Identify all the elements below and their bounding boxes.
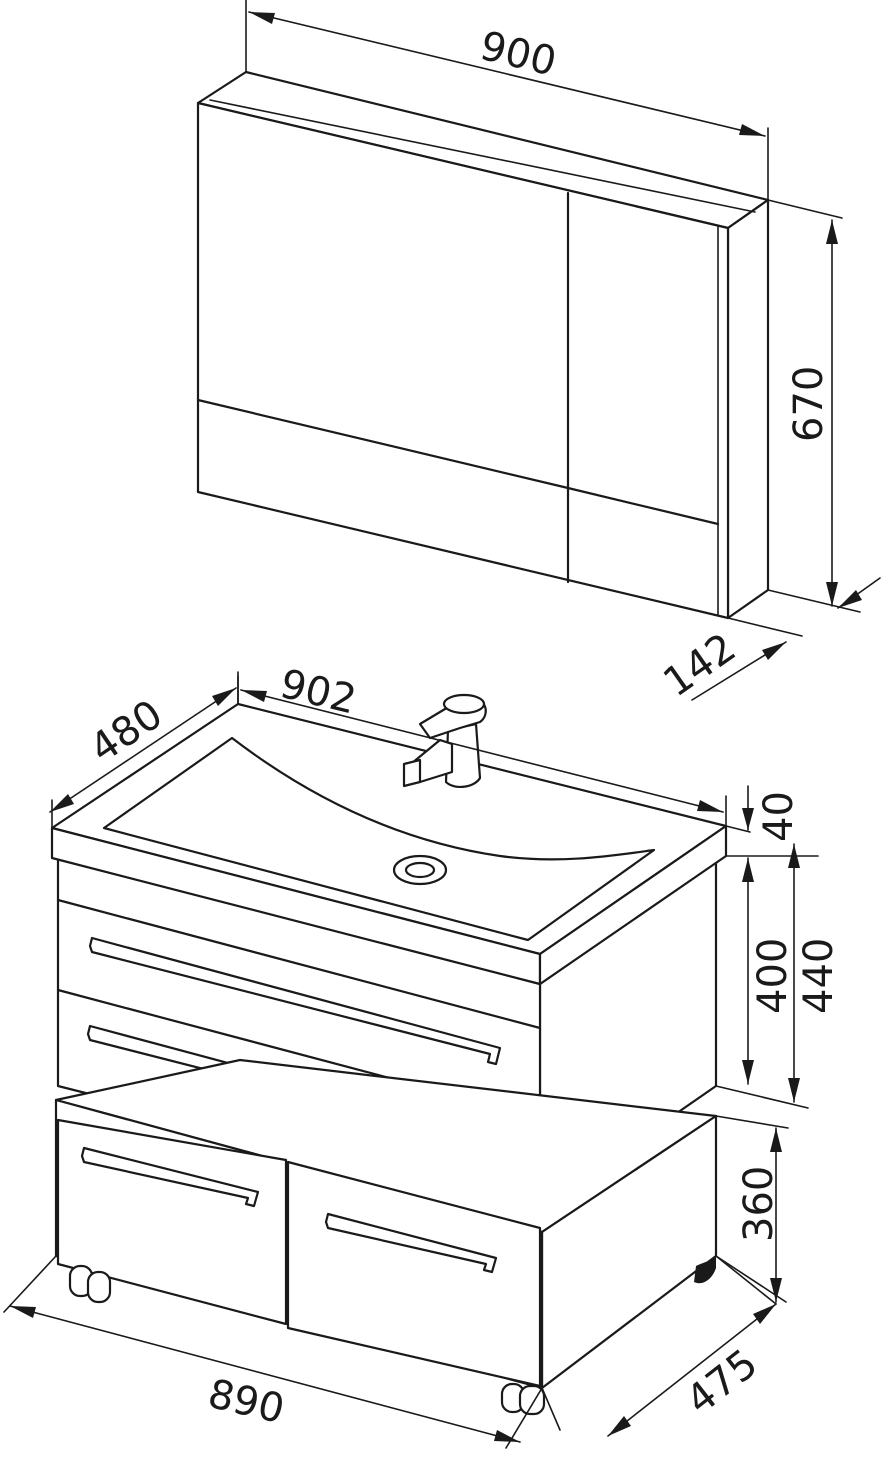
dimension-upper-heights: 400 440	[715, 843, 842, 1109]
dim-label-mirror-height: 670	[786, 366, 832, 442]
dim-label-upper-cabinet-height: 400	[750, 938, 796, 1014]
mirror-cabinet	[196, 70, 770, 620]
dim-label-top-thickness: 40	[756, 791, 802, 842]
wheel-front-left	[68, 1264, 112, 1304]
faucet-icon	[402, 693, 487, 788]
dim-label-mirror-depth: 142	[655, 625, 744, 706]
dim-label-mirror-width: 900	[476, 23, 561, 86]
dimension-mirror-height: 670	[767, 199, 861, 613]
drawer-handle-top	[88, 936, 502, 1066]
dim-label-base-depth: 475	[678, 1341, 766, 1424]
vanity-unit	[50, 693, 728, 1416]
wheel-front-right	[500, 1382, 546, 1416]
dimension-top-thickness: 40	[725, 785, 819, 857]
door-handle-left	[80, 1146, 260, 1208]
basin	[102, 736, 656, 942]
dimension-lower-height: 360	[715, 1115, 789, 1303]
dim-label-sink-width: 902	[276, 661, 361, 724]
door-handle-right	[324, 1212, 498, 1274]
dim-label-total-upper-height: 440	[796, 938, 842, 1014]
dim-label-lower-cabinet-height: 360	[736, 1166, 782, 1242]
wheel-back-right	[694, 1256, 716, 1284]
dim-label-base-width: 890	[204, 1371, 289, 1433]
